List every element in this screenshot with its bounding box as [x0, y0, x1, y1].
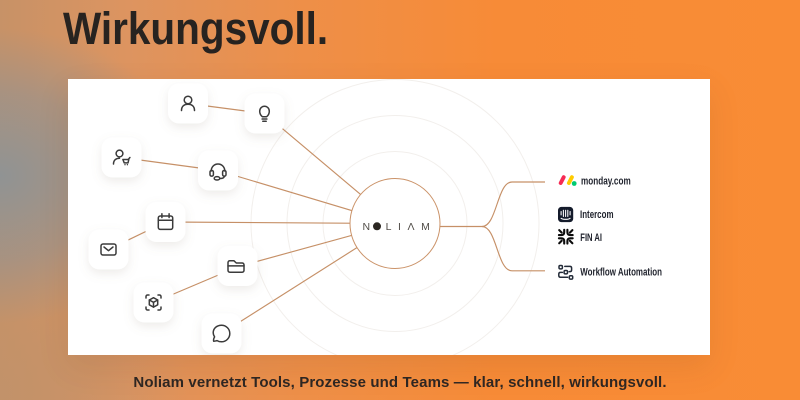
- svg-text:N: N: [363, 221, 371, 233]
- svg-text:monday.com: monday.com: [581, 176, 631, 188]
- svg-text:LIΛM: LIΛM: [386, 221, 437, 233]
- svg-text:Workflow Automation: Workflow Automation: [580, 267, 662, 279]
- svg-text:Intercom: Intercom: [580, 209, 614, 221]
- svg-text:FIN AI: FIN AI: [580, 232, 602, 244]
